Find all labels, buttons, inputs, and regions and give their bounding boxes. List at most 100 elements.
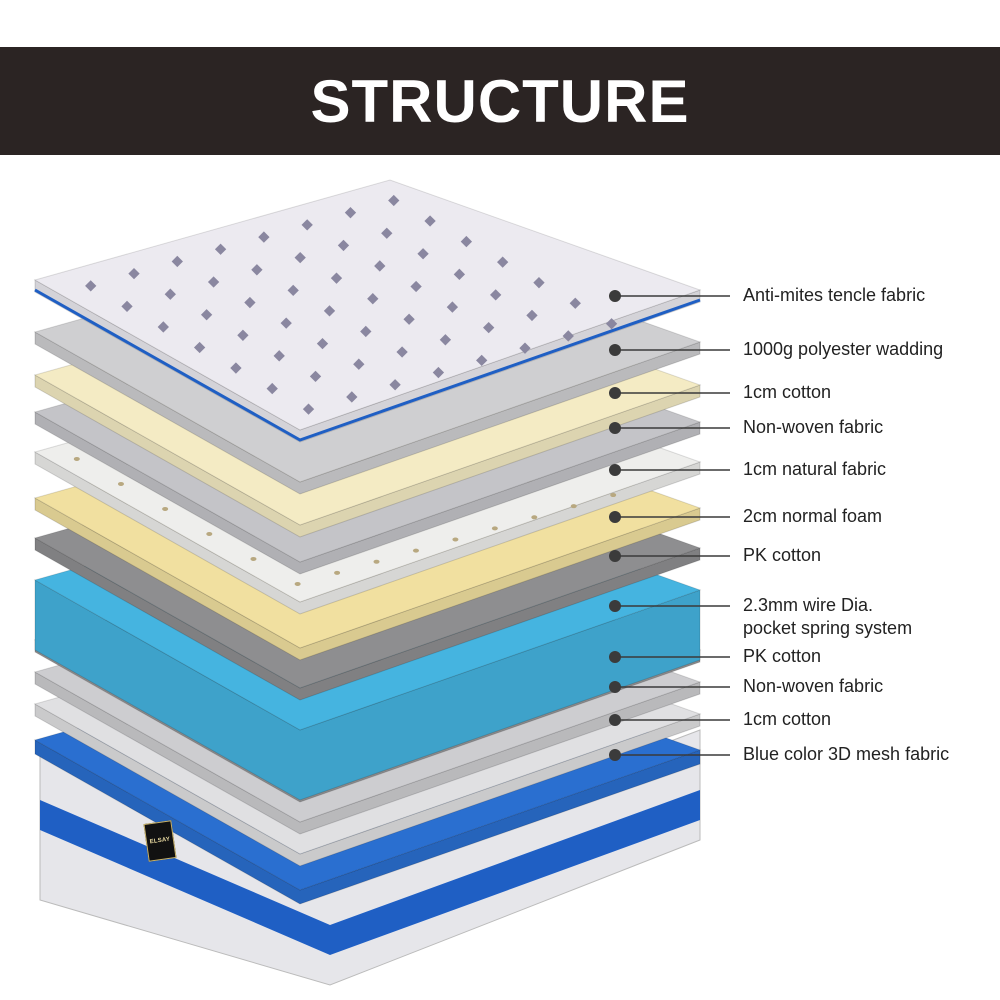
tuft-point: [323, 305, 336, 317]
tuft-point: [294, 251, 306, 264]
tuft-point: [280, 317, 292, 329]
tuft-point: [266, 382, 278, 395]
tuft-point: [403, 313, 415, 325]
air-hole: [531, 515, 538, 520]
layer-label: Non-woven fabric: [743, 675, 883, 698]
tuft-point: [164, 288, 176, 300]
tuft-point: [171, 255, 183, 268]
tuft-point: [309, 370, 322, 383]
tuft-point: [396, 346, 408, 358]
tuft-point: [244, 296, 256, 309]
tuft-point: [337, 239, 350, 252]
layer-label: Anti-mites tencle fabric: [743, 284, 925, 307]
layer-label-text: Non-woven fabric: [743, 676, 884, 696]
tuft-point: [330, 272, 343, 284]
layer-label-text: 1000g polyester wadding: [743, 339, 944, 359]
tuft-point: [230, 362, 242, 374]
air-hole: [73, 456, 80, 461]
layer-marker-dot: [609, 600, 621, 612]
layer-label: 1cm cotton: [743, 708, 831, 731]
tuft-point: [446, 301, 459, 313]
layer-label: PK cotton: [743, 544, 821, 567]
layer-marker-dot: [609, 344, 621, 356]
air-hole: [570, 504, 577, 509]
layer-label-text: Blue color 3D mesh fabric: [743, 744, 950, 764]
air-hole: [117, 481, 124, 486]
tuft-point: [157, 321, 169, 333]
layer-label: 1000g polyester wadding: [743, 338, 943, 361]
layer-marker-dot: [609, 290, 621, 302]
tuft-point: [424, 215, 436, 227]
layer-label: 2cm normal foam: [743, 505, 882, 528]
layer-marker-dot: [609, 749, 621, 761]
layer-label: 1cm cotton: [743, 381, 831, 404]
tuft-point: [237, 329, 249, 341]
layer-marker-dot: [609, 422, 621, 434]
page-title: STRUCTURE: [310, 67, 690, 135]
layer-marker-dot: [609, 714, 621, 726]
tuft-point: [389, 379, 401, 391]
air-hole: [452, 537, 459, 542]
layer-marker-dot: [609, 387, 621, 399]
layer-label-text: Anti-mites tencle fabric: [743, 285, 926, 305]
layer-label-text-2: pocket spring system: [743, 618, 913, 638]
layer-label: Blue color 3D mesh fabric: [743, 743, 949, 766]
tuft-point: [367, 293, 379, 305]
tuft-point: [453, 268, 466, 280]
tuft-point: [251, 264, 263, 276]
tuft-point: [562, 330, 574, 342]
layer-top-0: [33, 179, 702, 431]
layer-label-text: 2cm normal foam: [743, 506, 883, 526]
layer-label: PK cotton: [743, 645, 821, 668]
layer-marker-dot: [609, 550, 621, 562]
air-hole: [162, 506, 169, 511]
title-banner: STRUCTURE: [0, 47, 1000, 155]
layer-label: 2.3mm wire Dia. pocket spring system: [743, 594, 912, 640]
layer-label-text: PK cotton: [743, 545, 822, 565]
air-hole: [373, 559, 380, 564]
tuft-point: [273, 350, 285, 362]
tuft-point: [353, 358, 365, 370]
brand-badge: ELSAY: [143, 820, 177, 862]
tuft-point: [439, 334, 452, 346]
brand-badge-text: ELSAY: [149, 836, 171, 846]
layer-marker-dot: [609, 681, 621, 693]
tuft-point: [388, 194, 400, 207]
air-hole: [412, 548, 419, 553]
base-blue-band: [40, 790, 700, 955]
top-edge-piping: [34, 288, 701, 442]
air-hole: [334, 570, 341, 575]
tuft-point: [346, 391, 358, 403]
layer-label-text: 1cm cotton: [743, 382, 832, 402]
tuft-point: [460, 235, 473, 248]
tuft-point: [207, 276, 220, 288]
tuft-point: [128, 267, 140, 280]
tuft-point: [605, 318, 618, 330]
tuft-point: [476, 354, 488, 367]
tuft-point: [519, 342, 531, 354]
air-hole: [250, 556, 257, 561]
layer-label-text: PK cotton: [743, 646, 822, 666]
tuft-point: [432, 366, 445, 379]
layer-label-text: 1cm natural fabric: [743, 459, 887, 479]
air-hole: [206, 531, 213, 536]
air-hole: [294, 581, 301, 586]
layer-label-text: 2.3mm wire Dia.: [743, 595, 874, 615]
layer-marker-dot: [609, 651, 621, 663]
tuft-point: [374, 260, 386, 272]
air-hole: [610, 493, 617, 498]
air-hole: [491, 526, 498, 531]
tuft-point: [533, 277, 545, 289]
tuft-point: [200, 309, 213, 321]
layer-label: Non-woven fabric: [743, 416, 883, 439]
tuft-point: [301, 219, 313, 231]
tuft-point: [258, 231, 270, 243]
layer-label-text: Non-woven fabric: [743, 417, 884, 437]
layer-marker-dot: [609, 464, 621, 476]
layer-label-text: 1cm cotton: [743, 709, 832, 729]
tuft-point: [497, 256, 509, 268]
tuft-point: [302, 403, 315, 415]
layer-marker-dot: [609, 511, 621, 523]
layer-label: 1cm natural fabric: [743, 458, 886, 481]
